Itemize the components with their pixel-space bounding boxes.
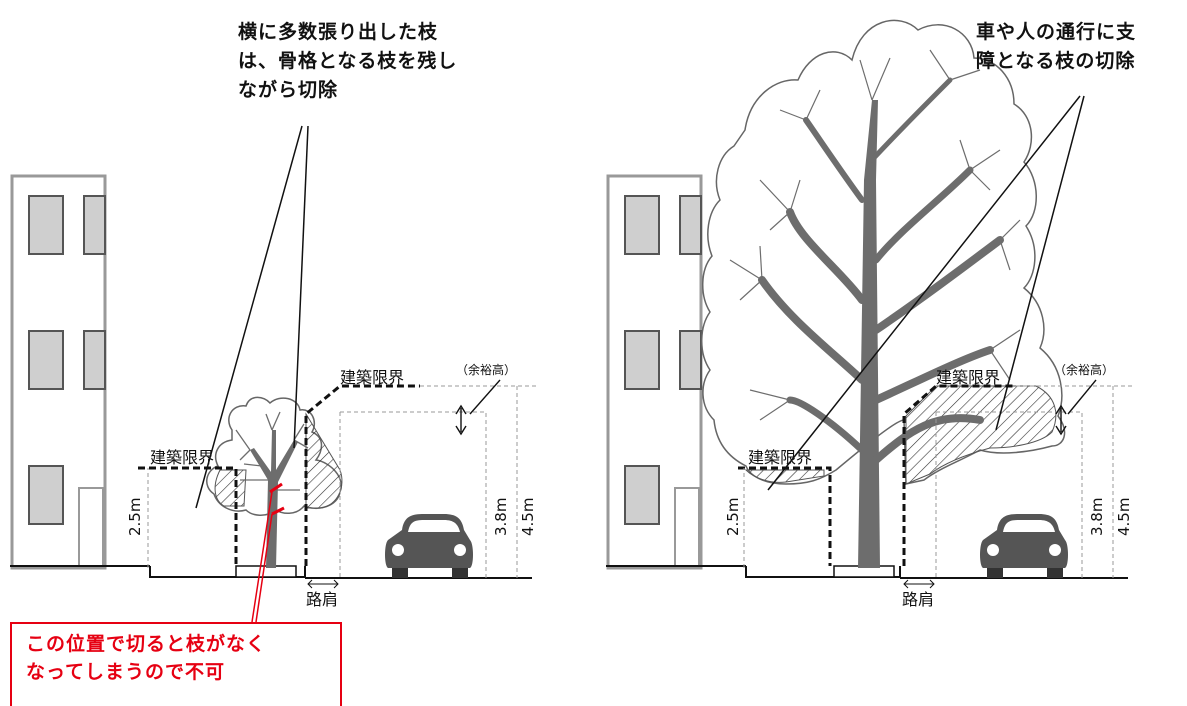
margin-label-left: （余裕高） [456,362,516,377]
dim-mid-left: 3.8m [492,498,510,536]
ground-right [606,565,1128,579]
car-left [385,514,473,578]
clearance-right [738,379,1132,589]
dim-high-left: 4.5m [519,498,537,536]
gauge-label-low-right: 建築限界 [748,448,812,467]
margin-label-right: （余裕高） [1054,362,1114,377]
dim-high-right: 4.5m [1115,498,1133,536]
right-panel: 建築限界 建築限界 （余裕高） 2.5m 3.8m 4.5m 路肩 [606,19,1133,609]
callout-left-line-1: 横に多数張り出した枝 [238,21,439,43]
clearance-left [138,379,536,589]
callout-left: 横に多数張り出した枝 は、骨格となる枝を残し ながら切除 [238,18,457,105]
left-panel: 建築限界 建築限界 （余裕高） 2.5m 3.8m 4.5m 路肩 [10,125,537,623]
right-labels: 建築限界 建築限界 （余裕高） 2.5m 3.8m 4.5m 路肩 [724,362,1133,609]
callout-left-line-2: は、骨格となる枝を残し [238,50,458,72]
callout-right-line-1: 車や人の通行に支 [976,21,1137,43]
tree-small [206,396,343,568]
callout-right-line-2: 障となる枝の切除 [976,50,1136,72]
callout-right: 車や人の通行に支 障となる枝の切除 [976,18,1136,76]
pointer-lines-right [767,95,1085,491]
dim-mid-right: 3.8m [1088,498,1106,536]
shoulder-label-left: 路肩 [306,590,338,609]
shoulder-label-right: 路肩 [902,590,934,609]
dim-low-left: 2.5m [126,498,144,536]
ground-left [10,565,532,579]
tree-large [701,19,1066,568]
dim-low-right: 2.5m [724,498,742,536]
gauge-label-high-left: 建築限界 [340,368,404,387]
gauge-label-low-left: 建築限界 [150,448,214,467]
left-labels: 建築限界 建築限界 （余裕高） 2.5m 3.8m 4.5m 路肩 [126,362,537,609]
warning-line-1: この位置で切ると枝がなく [26,633,267,655]
car-right [980,514,1068,578]
warning-box: この位置で切ると枝がなく なってしまうので不可 [10,622,342,706]
building-right [606,174,703,570]
callout-left-line-3: ながら切除 [238,79,339,101]
gauge-label-high-right: 建築限界 [936,368,1000,387]
pointer-lines-left [195,125,309,623]
warning-line-2: なってしまうので不可 [26,661,226,683]
building-left [10,174,107,570]
